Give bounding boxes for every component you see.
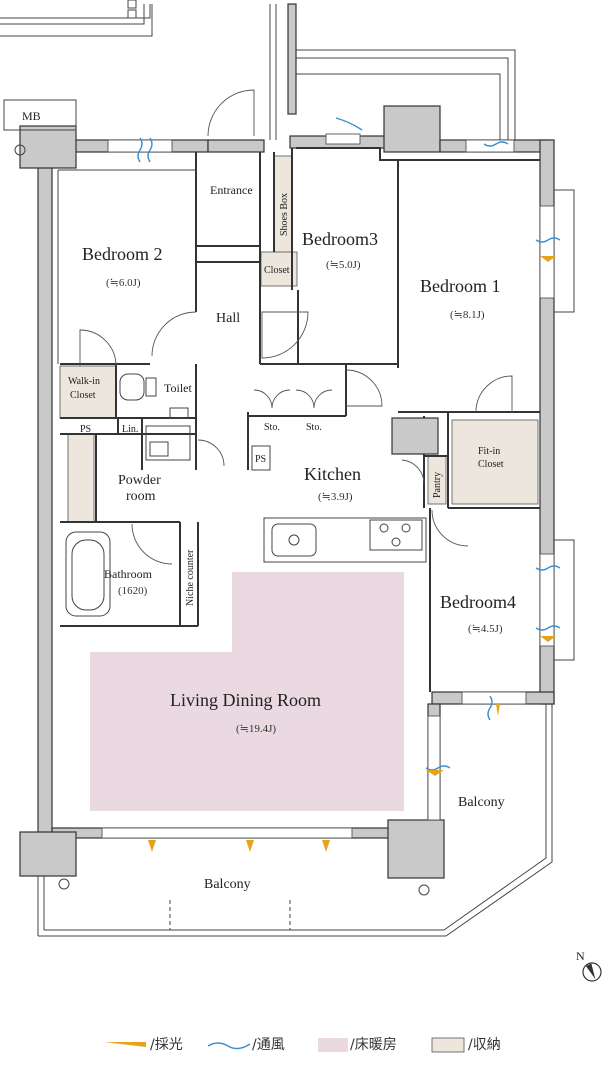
kitchen-column xyxy=(391,417,439,455)
bedroom2-label: Bedroom 2 xyxy=(82,244,163,264)
bathtub xyxy=(65,531,111,617)
floor-heating-swatch-icon xyxy=(318,1038,348,1052)
lin-label: Lin. xyxy=(122,424,138,435)
floor-heating-zone xyxy=(90,572,404,811)
ps-label-left: PS xyxy=(80,424,91,435)
north-compass-icon: N xyxy=(576,949,602,982)
windows xyxy=(101,133,575,839)
legend-storage-label: /収納 xyxy=(468,1037,501,1053)
doors xyxy=(79,89,513,565)
legend-floor-heating-label: /床暖房 xyxy=(350,1037,397,1053)
niche-counter-label: Niche counter xyxy=(185,549,196,606)
bedroom3-label: Bedroom3 xyxy=(302,229,378,249)
walkin-closet-label-1: Walk-in xyxy=(68,376,100,387)
legend-item-floor-heating: /床暖房 xyxy=(318,1037,397,1053)
shoes-box-label: Shoes Box xyxy=(279,193,290,236)
legend-ventilation-label: /通風 xyxy=(252,1037,285,1053)
powder-counter xyxy=(67,433,95,523)
fitin-closet-label-1: Fit-in xyxy=(478,446,500,457)
daylight-marks xyxy=(148,256,556,852)
bedroom1-area: (≒8.1J) xyxy=(450,309,485,321)
ventilation-marks xyxy=(137,117,561,771)
legend: /採光 /通風 /床暖房 /収納 xyxy=(104,1037,501,1053)
kitchen-label: Kitchen xyxy=(304,464,361,484)
balcony-outlines xyxy=(14,144,553,937)
kitchen-sink xyxy=(271,523,317,557)
powder-room-label-1: Powder xyxy=(118,473,161,488)
toilet-label: Toilet xyxy=(164,381,192,395)
bathroom-label: Bathroom xyxy=(104,567,153,581)
fitin-closet-storage xyxy=(451,419,539,505)
ps-label-kitchen: PS xyxy=(255,454,266,465)
kitchen-stove xyxy=(369,519,423,551)
storage-swatch-icon xyxy=(431,1037,465,1053)
balcony-right-label: Balcony xyxy=(458,795,505,810)
bedroom2-area: (≒6.0J) xyxy=(106,277,141,289)
living-dining-label: Living Dining Room xyxy=(170,690,321,710)
toilet-bowl xyxy=(119,373,145,401)
walkin-closet-storage xyxy=(59,365,117,419)
living-dining-area: (≒19.4J) xyxy=(236,723,276,735)
ventilation-swatch-icon xyxy=(207,1042,251,1050)
bedroom4-area: (≒4.5J) xyxy=(468,623,503,635)
hall-label: Hall xyxy=(216,311,240,326)
walkin-closet-label-2: Closet xyxy=(70,390,96,401)
powder-room-label-2: room xyxy=(126,489,156,504)
storage-label-1: Sto. xyxy=(264,422,280,433)
balcony-bottom-label: Balcony xyxy=(204,877,251,892)
bathroom-size: (1620) xyxy=(118,585,148,597)
mb-box xyxy=(3,99,77,131)
closet-label: Closet xyxy=(264,265,290,276)
storage-label-2: Sto. xyxy=(306,422,322,433)
kitchen-area: (≒3.9J) xyxy=(318,491,353,503)
entrance-label: Entrance xyxy=(210,183,253,197)
compass-north-label: N xyxy=(576,949,585,963)
legend-item-ventilation: /通風 xyxy=(207,1037,285,1053)
light-swatch-icon xyxy=(104,1042,146,1047)
bedroom1-label: Bedroom 1 xyxy=(420,276,501,296)
neighbor-structure-top-right xyxy=(269,3,516,150)
fitin-closet-label-2: Closet xyxy=(478,459,504,470)
neighbor-structure-top-left xyxy=(0,0,153,37)
pantry-label: Pantry xyxy=(432,472,443,498)
wash-basin xyxy=(145,425,191,461)
legend-item-storage: /収納 xyxy=(431,1037,501,1053)
legend-item-light: /採光 xyxy=(104,1037,183,1053)
fixtures xyxy=(65,373,439,617)
room-labels: MB Entrance Shoes Box Bedroom 2 (≒6.0J) … xyxy=(22,109,516,892)
mb-label: MB xyxy=(22,109,41,123)
legend-light-label: /採光 xyxy=(150,1037,183,1053)
bedroom4-label: Bedroom4 xyxy=(440,592,516,612)
bedroom3-area: (≒5.0J) xyxy=(326,259,361,271)
